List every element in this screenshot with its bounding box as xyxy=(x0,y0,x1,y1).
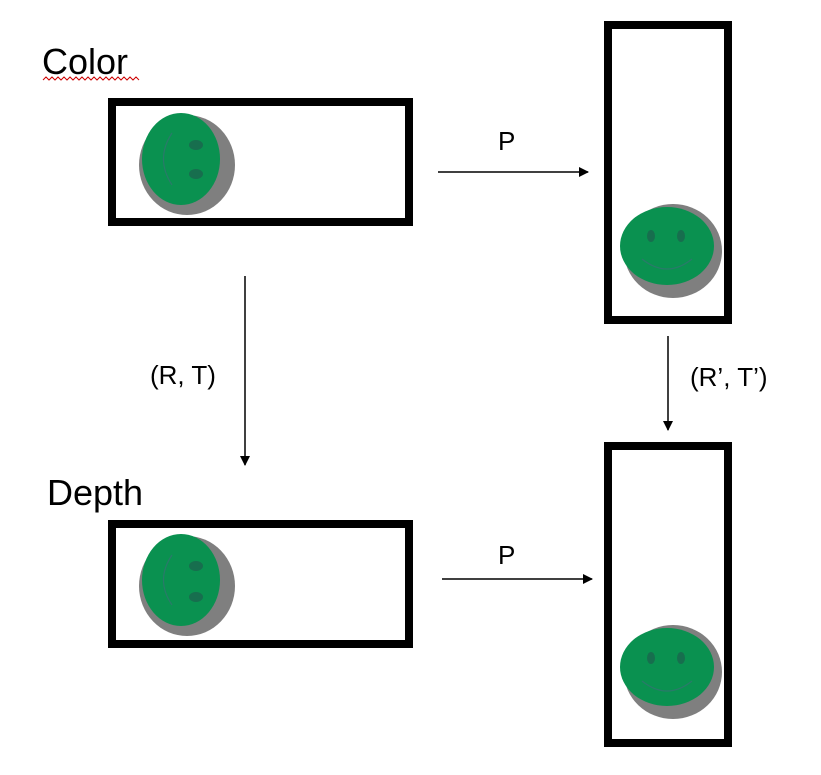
smiley-face-icon xyxy=(620,625,722,719)
projected-depth-frame xyxy=(604,442,732,747)
depth-label: Depth xyxy=(47,472,143,513)
depth-image-frame xyxy=(108,520,413,648)
projected-color-frame xyxy=(604,21,732,324)
color-image-frame xyxy=(108,98,413,226)
transform-label-left: (R, T) xyxy=(150,360,216,390)
smiley-face-icon xyxy=(620,204,722,298)
transform-label-right: (R’, T’) xyxy=(690,362,768,392)
color-label: Color xyxy=(42,41,128,82)
projection-label-top: P xyxy=(498,126,515,156)
spellcheck-underline xyxy=(42,76,140,81)
projection-label-bottom: P xyxy=(498,540,515,570)
smiley-face-icon xyxy=(139,534,235,636)
smiley-face-icon xyxy=(139,113,235,215)
